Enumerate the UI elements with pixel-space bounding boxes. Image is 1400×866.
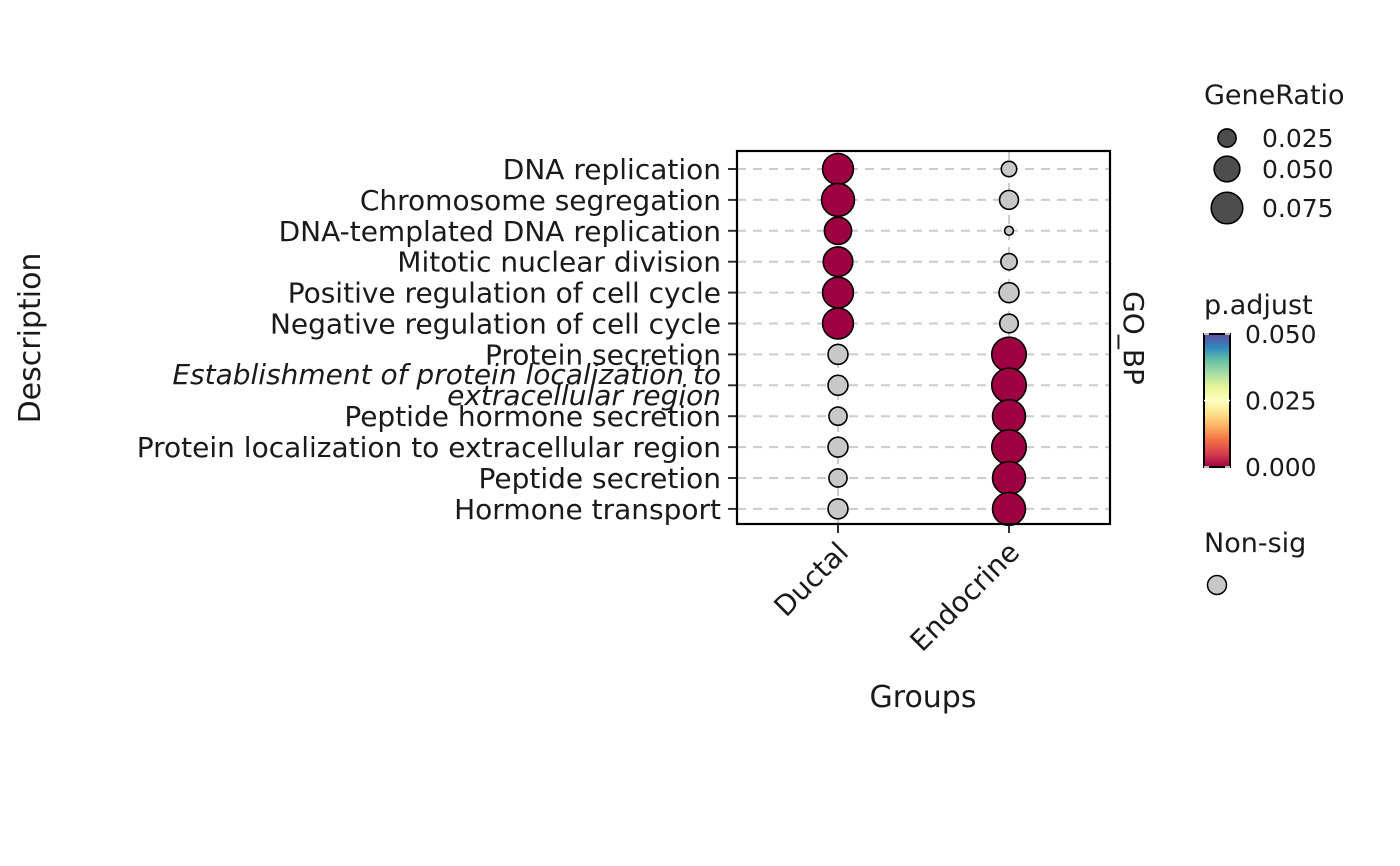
data-point-significant	[821, 307, 855, 340]
data-point-significant	[991, 460, 1027, 496]
non-sig-legend-title: Non-sig	[1204, 528, 1306, 559]
y-tick-label: Peptide hormone secretion	[344, 400, 721, 433]
data-point-significant	[990, 336, 1028, 373]
data-point-significant	[820, 182, 856, 218]
x-axis-label: Groups	[870, 680, 977, 715]
y-tick-label: Peptide secretion	[478, 462, 721, 495]
data-point-non-sig	[998, 281, 1020, 304]
data-point-significant	[990, 429, 1028, 466]
gene-ratio-legend-key	[1213, 155, 1241, 183]
x-axis-tick-labels: Ductal Endocrine	[768, 536, 1026, 658]
gene-ratio-legend-label: 0.025	[1262, 124, 1334, 153]
data-point-non-sig	[1000, 160, 1018, 178]
y-tick-label: DNA-templated DNA replication	[279, 215, 721, 248]
y-axis-title: Description	[13, 253, 48, 424]
data-point-non-sig	[828, 468, 848, 488]
y-tick-label: Chromosome segregation	[360, 184, 721, 217]
non-sig-legend-key	[1206, 574, 1228, 596]
y-tick-label: Mitotic nuclear division	[397, 246, 721, 279]
p-adjust-legend-label: 0.025	[1245, 387, 1317, 416]
y-tick-label: Hormone transport	[454, 493, 721, 526]
data-point-significant	[821, 152, 855, 186]
y-tick-label: Protein secretion	[485, 338, 721, 371]
p-adjust-legend-label: 0.050	[1245, 320, 1317, 349]
data-point-significant	[991, 491, 1027, 527]
gene-ratio-legend-label: 0.050	[1262, 155, 1334, 184]
panel-border	[735, 149, 1112, 526]
p-adjust-legend-label: 0.000	[1245, 453, 1317, 482]
grid-lines	[737, 151, 1110, 524]
data-point-non-sig	[998, 189, 1020, 211]
x-tick-label: Ductal	[768, 536, 855, 623]
data-point-non-sig	[828, 406, 848, 427]
y-axis-label: Description	[13, 253, 48, 424]
y-tick-label: Negative regulation of cell cycle	[270, 308, 721, 341]
y-tick-label: Protein localization to extracellular re…	[137, 431, 721, 464]
data-point-non-sig	[827, 436, 849, 458]
p-adjust-legend: p.adjust 0.050 0.025 0.000	[1203, 290, 1317, 482]
data-point-non-sig	[827, 343, 849, 366]
gene-ratio-legend-label: 0.075	[1262, 194, 1334, 223]
p-adjust-legend-title: p.adjust	[1204, 290, 1313, 321]
gene-ratio-legend-key	[1217, 128, 1237, 148]
data-point-significant	[991, 398, 1027, 434]
data-point-non-sig	[1000, 252, 1018, 271]
data-point-significant	[990, 367, 1028, 404]
gene-ratio-legend-key	[1210, 191, 1244, 225]
data-point-non-sig	[827, 374, 849, 397]
y-axis-ticks	[728, 168, 737, 510]
data-point-non-sig	[998, 313, 1020, 334]
data-point-non-sig	[827, 498, 849, 520]
gene-ratio-legend-title: GeneRatio	[1204, 80, 1345, 111]
y-tick-label: DNA replication	[503, 153, 721, 186]
data-points	[820, 152, 1028, 527]
data-point-significant	[821, 276, 855, 309]
non-sig-legend: Non-sig	[1204, 528, 1306, 596]
facet-strip-label: GO_BP	[1117, 291, 1150, 385]
data-point-significant	[823, 216, 853, 246]
y-tick-label-line: Establishment of protein localization to	[172, 358, 721, 391]
data-point-significant	[822, 246, 854, 278]
y-tick-label: Establishment of protein localization to…	[172, 358, 721, 412]
x-axis-ticks	[837, 524, 1010, 533]
y-tick-label: Positive regulation of cell cycle	[288, 277, 721, 310]
data-point-non-sig	[1003, 225, 1015, 237]
x-tick-label: Endocrine	[904, 536, 1026, 658]
y-tick-label-line: extracellular region	[447, 379, 721, 412]
